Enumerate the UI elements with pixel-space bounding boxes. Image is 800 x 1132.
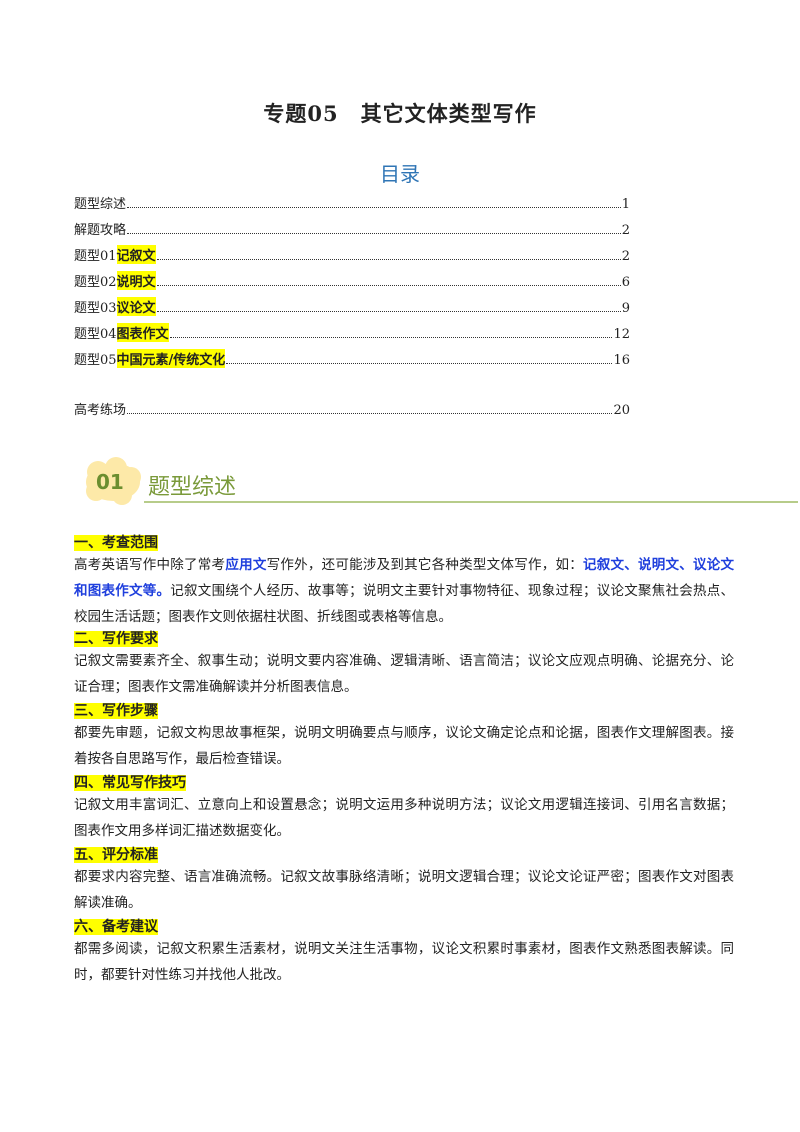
toc-entry-label: 题型04: [74, 327, 117, 342]
toc-entry-highlight: 说明文: [116, 271, 156, 290]
section-body: 高考英语写作中除了常考应用文写作外，还可能涉及到其它各种类型文体写作，如：记叙文…: [74, 552, 734, 630]
body-emphasis: 记叙文、说明文、议论文和图表作文等。: [74, 557, 735, 599]
toc-entry-page: 12: [613, 327, 630, 342]
toc-entry-highlight: 议论文: [116, 297, 156, 316]
toc-entry-label: 高考练场: [74, 403, 127, 418]
toc-leader-dots: [169, 337, 613, 338]
section-heading: 四、常见写作技巧: [74, 775, 186, 791]
section-requirements: 二、写作要求 记叙文需要素齐全、叙事生动；说明文要内容准确、逻辑清晰、语言简洁；…: [74, 628, 734, 700]
section-heading: 三、写作步骤: [74, 703, 158, 719]
toc-entry[interactable]: 题型02 说明文 6: [74, 270, 630, 290]
section-body: 记叙文需要素齐全、叙事生动；说明文要内容准确、逻辑清晰、语言简洁；议论文应观点明…: [74, 653, 734, 695]
section-body: 都需多阅读，记叙文积累生活素材，说明文关注生活事物，议论文积累时事素材，图表作文…: [74, 941, 734, 983]
section-heading: 一、考查范围: [74, 535, 158, 551]
toc-entry-highlight: 图表作文: [116, 323, 169, 342]
body-text: 写作外，还可能涉及到其它各种类型文体写作，如：: [266, 557, 583, 573]
banner-underline: [144, 501, 798, 503]
section-steps: 三、写作步骤 都要先审题，记叙文构思故事框架，说明文明确要点与顺序，议论文确定论…: [74, 700, 734, 772]
toc-entry-page: 16: [613, 353, 630, 368]
section-techniques: 四、常见写作技巧 记叙文用丰富词汇、立意向上和设置悬念；说明文运用多种说明方法；…: [74, 772, 734, 844]
section-advice: 六、备考建议 都需多阅读，记叙文积累生活素材，说明文关注生活事物，议论文积累时事…: [74, 916, 734, 988]
toc-entry-highlight: 记叙文: [116, 245, 156, 264]
section-heading: 六、备考建议: [74, 919, 158, 935]
toc-leader-dots: [226, 363, 613, 364]
section-scope: 一、考查范围 高考英语写作中除了常考应用文写作外，还可能涉及到其它各种类型文体写…: [74, 532, 734, 630]
toc-entry-label: 解题攻略: [74, 223, 127, 238]
toc-entry-label: 题型01: [74, 249, 117, 264]
banner-number: 01: [96, 470, 124, 494]
document-title: 专题05 其它文体类型写作: [263, 101, 537, 126]
section-body: 记叙文用丰富词汇、立意向上和设置悬念；说明文运用多种说明方法；议论文用逻辑连接词…: [74, 797, 734, 839]
toc-entry[interactable]: 题型05 中国元素/传统文化 16: [74, 348, 630, 368]
section-scoring: 五、评分标准 都要求内容完整、语言准确流畅。记叙文故事脉络清晰；说明文逻辑合理；…: [74, 844, 734, 916]
toc-leader-dots: [156, 259, 621, 260]
toc-heading: 目录: [380, 162, 420, 186]
banner-label: 题型综述: [148, 475, 237, 500]
toc-entry-label: 题型综述: [74, 197, 127, 212]
toc-entry-label: 题型05: [74, 353, 117, 368]
toc-entry-page: 20: [613, 403, 630, 418]
section-heading: 五、评分标准: [74, 847, 158, 863]
toc-entry-label: 题型02: [74, 275, 117, 290]
toc-entry[interactable]: 解题攻略 2: [74, 218, 630, 238]
section-heading: 二、写作要求: [74, 631, 158, 647]
toc-entry[interactable]: 题型综述 1: [74, 192, 630, 212]
toc-leader-dots: [127, 233, 621, 234]
toc-entry-page: 6: [621, 275, 630, 290]
section-banner: 01 题型综述: [82, 457, 798, 507]
toc-entry[interactable]: 题型04 图表作文 12: [74, 322, 630, 342]
toc-entry[interactable]: 高考练场 20: [74, 398, 630, 418]
toc-entry-page: 1: [621, 197, 630, 212]
toc-entry-page: 2: [621, 223, 630, 238]
section-body: 都要先审题，记叙文构思故事框架，说明文明确要点与顺序，议论文确定论点和论据，图表…: [74, 725, 734, 767]
body-text: 记叙文围绕个人经历、故事等；说明文主要针对事物特征、现象过程；议论文聚焦社会热点…: [74, 583, 735, 625]
section-body: 都要求内容完整、语言准确流畅。记叙文故事脉络清晰；说明文逻辑合理；议论文论证严密…: [74, 869, 734, 911]
toc-entry-highlight: 中国元素/传统文化: [116, 349, 226, 368]
toc-leader-dots: [127, 413, 613, 414]
toc-entry-label: 题型03: [74, 301, 117, 316]
body-emphasis: 应用文: [225, 557, 267, 573]
toc-entry-page: 2: [621, 249, 630, 264]
cloud-badge-icon: [86, 457, 141, 505]
body-text: 高考英语写作中除了常考: [74, 557, 226, 573]
toc-entry[interactable]: 题型01 记叙文 2: [74, 244, 630, 264]
toc-entry-page: 9: [621, 301, 630, 316]
toc-leader-dots: [127, 207, 621, 208]
toc-leader-dots: [156, 311, 621, 312]
toc-entry[interactable]: 题型03 议论文 9: [74, 296, 630, 316]
toc-leader-dots: [156, 285, 621, 286]
